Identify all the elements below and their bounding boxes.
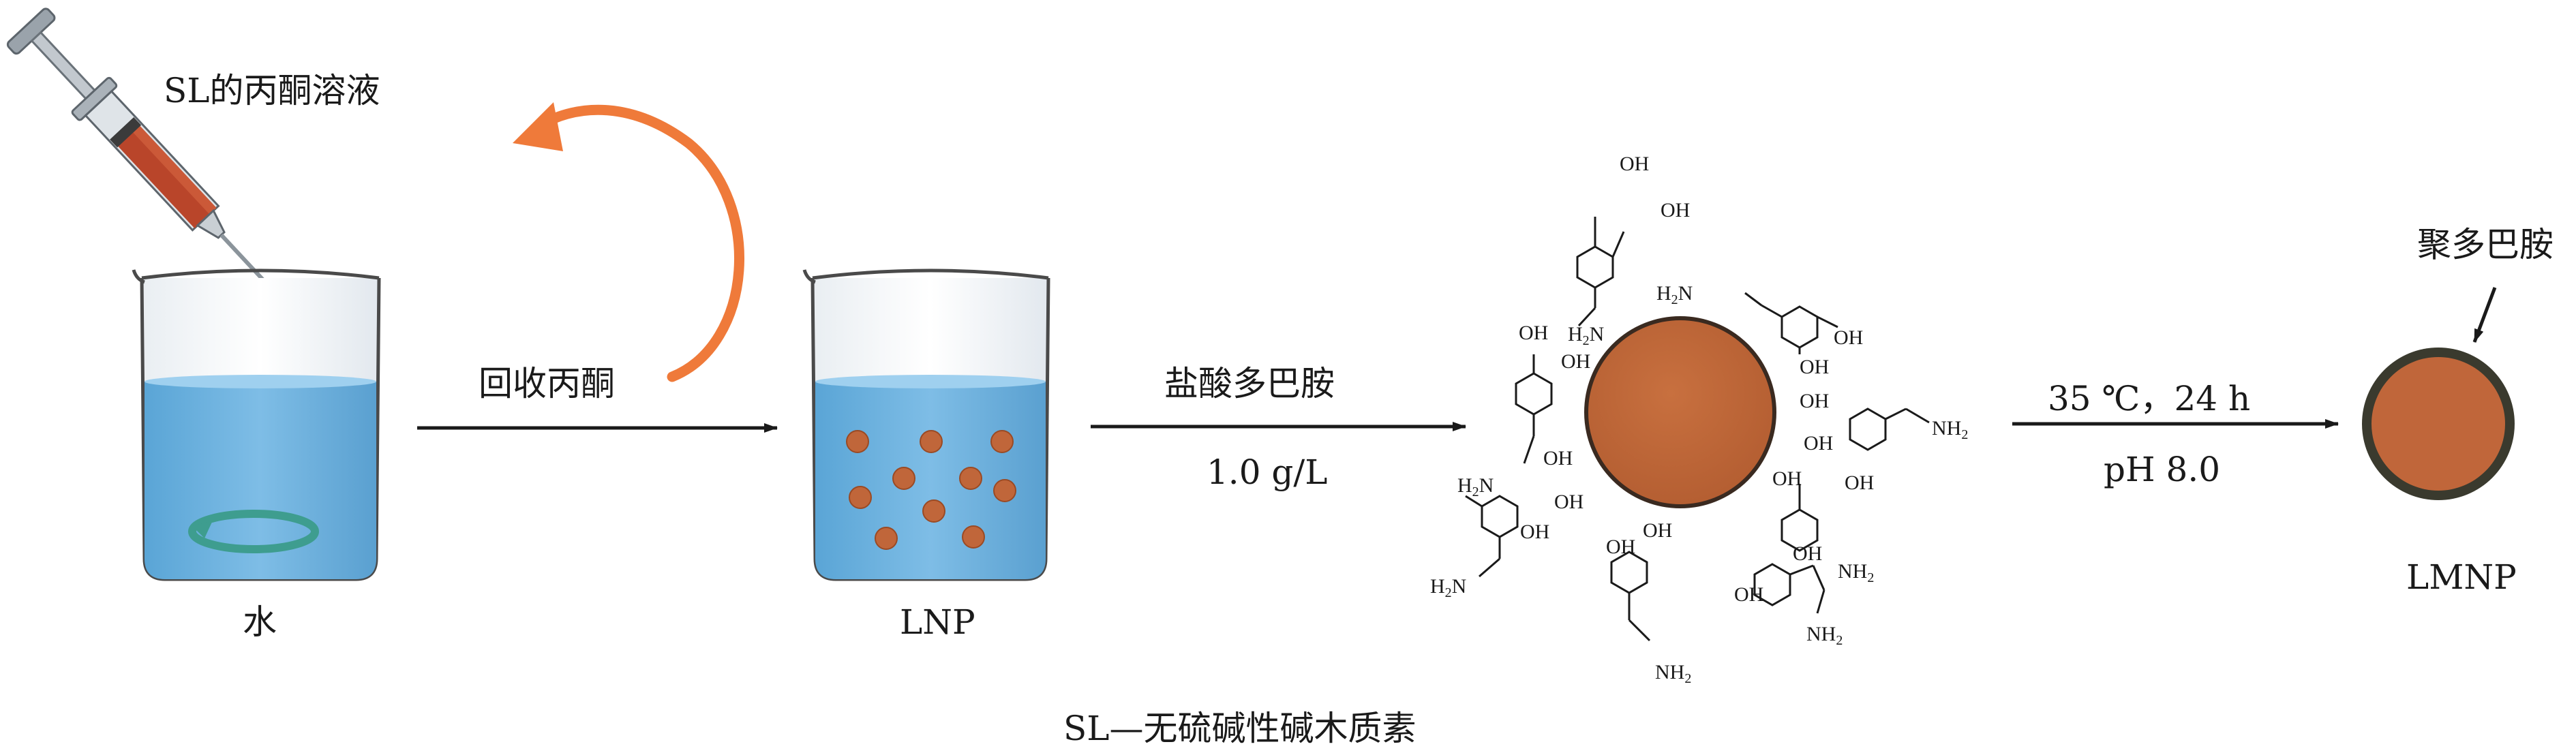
shell-pointer-arrow — [2472, 287, 2497, 343]
oh-label: OH — [1620, 153, 1649, 175]
recycle-arrow-icon — [513, 102, 744, 382]
beaker-water — [132, 268, 381, 581]
nanoparticle — [920, 430, 943, 453]
h2n-label: H2N — [1430, 575, 1466, 600]
lmnp-particle — [2362, 348, 2515, 500]
oh-label: OH — [1793, 542, 1822, 565]
oh-label: OH — [1554, 491, 1584, 513]
oh-label: OH — [1519, 322, 1548, 344]
oh-label: OH — [1643, 519, 1672, 542]
polydopamine-label: 聚多巴胺 — [2417, 225, 2554, 264]
nh2-label: NH2 — [1655, 661, 1691, 686]
dopamine-coated-particle: OH OH H2N H2N OH OH OH OH OH OH NH2 OH H… — [1430, 153, 1968, 686]
nanoparticle — [849, 486, 872, 509]
nh2-label: NH2 — [1806, 623, 1843, 648]
oh-label: OH — [1561, 350, 1590, 373]
h2n-label: H2N — [1457, 474, 1494, 499]
lmnp-label: LMNP — [2406, 557, 2517, 597]
reaction-conditions-label: 35 ℃，24 h — [2048, 379, 2251, 418]
oh-label: OH — [1606, 536, 1635, 558]
sl-solution-label: SL的丙酮溶液 — [164, 71, 380, 110]
nanoparticle — [875, 527, 898, 550]
syringe-icon — [6, 7, 279, 296]
oh-label: OH — [1520, 521, 1549, 543]
oh-label: OH — [1661, 199, 1690, 221]
concentration-label: 1.0 g/L — [1207, 452, 1328, 492]
oh-label: OH — [1800, 356, 1829, 378]
nanoparticle — [990, 430, 1014, 453]
footnote: SL—无硫碱性碱木质素 — [1063, 709, 1416, 748]
oh-label: OH — [1734, 583, 1763, 606]
beaker-lnp — [802, 268, 1050, 581]
oh-label: OH — [1543, 447, 1573, 469]
h2n-label: H2N — [1568, 323, 1604, 348]
nanoparticle — [892, 467, 915, 490]
nanoparticle — [993, 479, 1016, 502]
nanoparticle — [922, 499, 945, 523]
oh-label: OH — [1800, 390, 1829, 412]
ph-label: pH 8.0 — [2104, 450, 2221, 489]
oh-label: OH — [1834, 326, 1863, 349]
oh-label: OH — [1804, 432, 1833, 454]
dopamine-hcl-label: 盐酸多巴胺 — [1164, 364, 1335, 403]
oh-label: OH — [1845, 472, 1874, 494]
recover-acetone-label: 回收丙酮 — [479, 364, 615, 403]
nanoparticle — [959, 467, 982, 490]
nanoparticles — [846, 430, 1016, 550]
nanoparticle — [962, 525, 985, 549]
water-label: 水 — [243, 602, 277, 642]
lnp-label: LNP — [900, 602, 975, 642]
nh2-label: NH2 — [1838, 560, 1874, 585]
oh-label: OH — [1772, 467, 1802, 490]
nh2-label: NH2 — [1932, 417, 1968, 442]
nanoparticle — [846, 430, 869, 453]
h2n-label: H2N — [1656, 282, 1693, 307]
stir-arrow-icon — [188, 510, 319, 553]
